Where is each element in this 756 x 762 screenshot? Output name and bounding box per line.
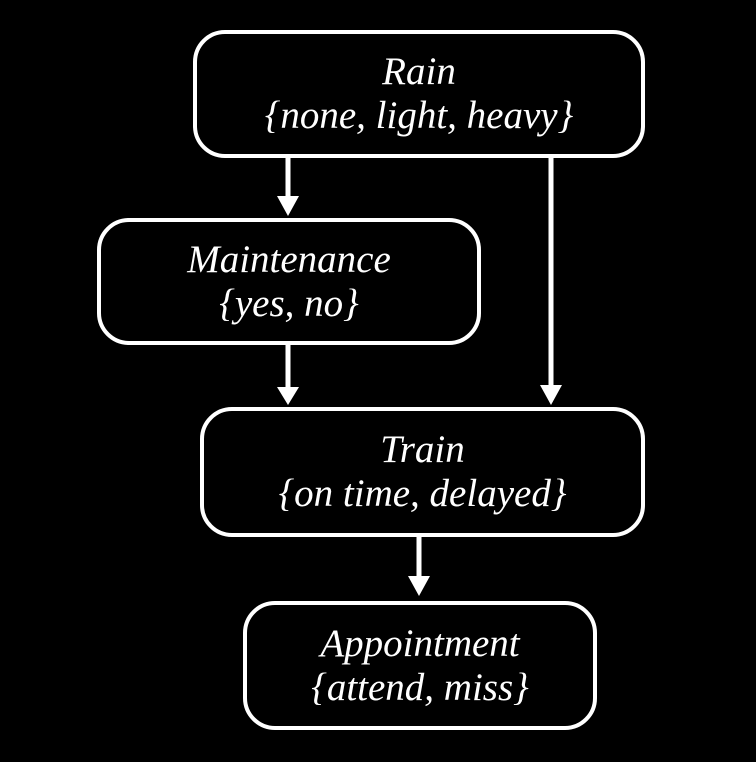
edge-rain-to-maintenance-arrow [277, 156, 299, 216]
node-appointment: Appointment {attend, miss} [243, 601, 597, 730]
node-rain-domain: {none, light, heavy} [264, 94, 574, 137]
node-rain-label: Rain [382, 50, 456, 94]
node-maintenance-domain: {yes, no} [219, 281, 359, 325]
node-train-domain: {on time, delayed} [278, 472, 567, 515]
node-rain: Rain {none, light, heavy} [193, 30, 645, 158]
edge-rain-to-train-arrow [540, 156, 562, 405]
edge-train-to-appointment-arrow [408, 535, 430, 596]
node-appointment-label: Appointment [320, 621, 520, 665]
node-appointment-domain: {attend, miss} [311, 665, 529, 709]
node-maintenance-label: Maintenance [187, 237, 391, 281]
node-train: Train {on time, delayed} [200, 407, 645, 537]
node-train-label: Train [380, 428, 465, 472]
node-maintenance: Maintenance {yes, no} [97, 218, 481, 345]
edge-maintenance-to-train-arrow [277, 343, 299, 405]
